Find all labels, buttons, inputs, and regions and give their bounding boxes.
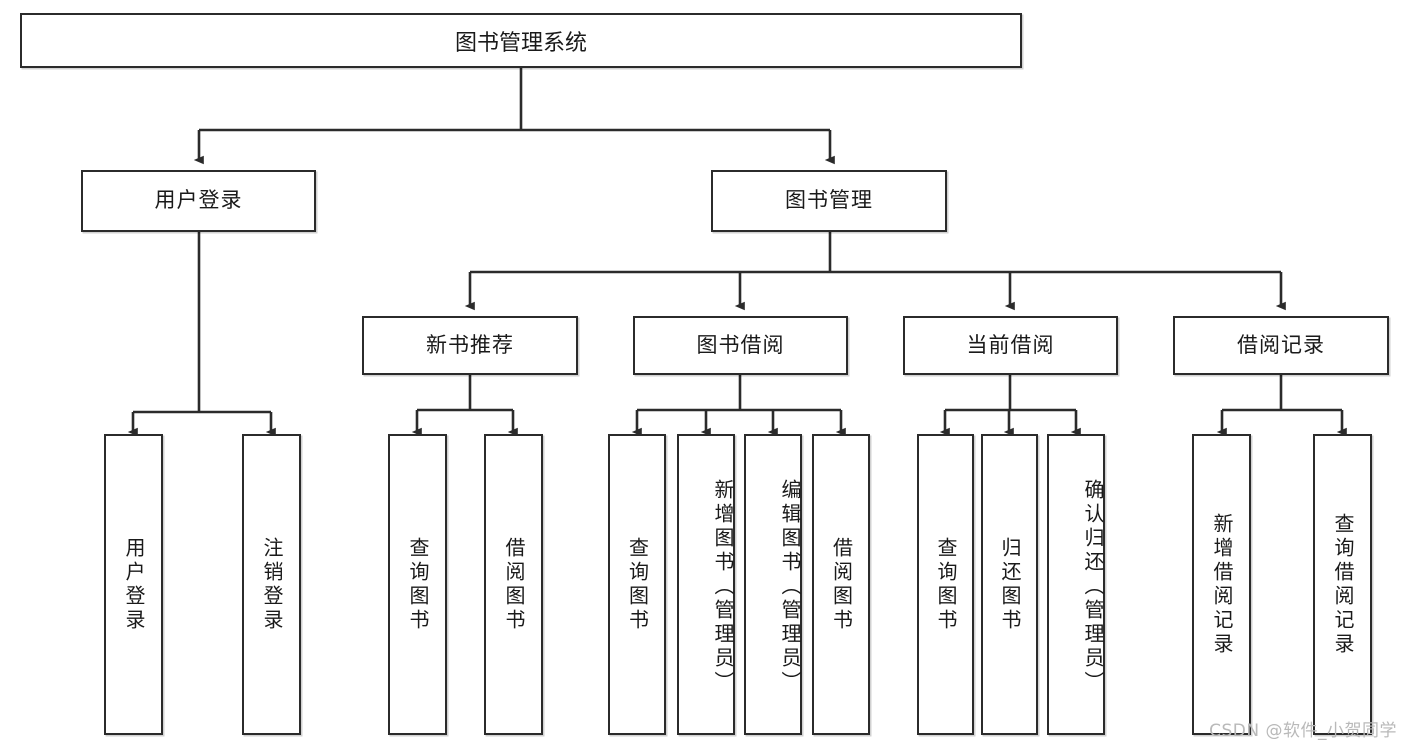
node-label: 用户登录 [154, 188, 243, 213]
node-current-borrow[interactable]: 当前借阅 [903, 316, 1118, 375]
node-label: 查询图书 [934, 536, 958, 633]
leaf-borrow-book-new-rec[interactable]: 借阅图书 [484, 434, 543, 735]
node-label: 图书管理系统 [454, 30, 587, 56]
node-label: 图书管理 [785, 188, 873, 213]
leaf-borrow-book[interactable]: 借阅图书 [812, 434, 870, 735]
leaf-add-book-admin[interactable]: 新增图书（管理员） [677, 434, 735, 735]
leaf-return-book[interactable]: 归还图书 [981, 434, 1038, 735]
node-borrow-record[interactable]: 借阅记录 [1173, 316, 1389, 375]
node-user-login[interactable]: 用户登录 [81, 170, 316, 232]
node-label: 确认归还（管理员） [1081, 478, 1105, 695]
leaf-query-borrow-record[interactable]: 查询借阅记录 [1313, 434, 1372, 735]
node-label: 借阅记录 [1237, 332, 1325, 357]
leaf-query-book-new-rec[interactable]: 查询图书 [388, 434, 447, 735]
node-book-borrow[interactable]: 图书借阅 [633, 316, 848, 375]
leaf-user-login[interactable]: 用户登录 [104, 434, 163, 735]
node-label: 图书借阅 [696, 332, 785, 357]
node-label: 借阅图书 [502, 536, 526, 633]
node-label: 编辑图书（管理员） [778, 478, 802, 695]
leaf-query-book-current[interactable]: 查询图书 [917, 434, 974, 735]
node-new-book-recommend[interactable]: 新书推荐 [362, 316, 578, 375]
node-label: 用户登录 [122, 536, 146, 633]
leaf-confirm-return-admin[interactable]: 确认归还（管理员） [1047, 434, 1105, 735]
node-label: 归还图书 [998, 536, 1022, 633]
leaf-add-borrow-record[interactable]: 新增借阅记录 [1192, 434, 1251, 735]
node-root-book-management-system[interactable]: 图书管理系统 [20, 13, 1022, 68]
node-label: 查询图书 [406, 536, 430, 633]
node-label: 新增图书（管理员） [711, 478, 735, 695]
leaf-query-book-borrow[interactable]: 查询图书 [608, 434, 666, 735]
watermark-text: CSDN @软件_小贺同学 [1209, 721, 1397, 741]
leaf-edit-book-admin[interactable]: 编辑图书（管理员） [744, 434, 802, 735]
node-label: 借阅图书 [829, 536, 854, 633]
node-label: 当前借阅 [966, 332, 1055, 357]
leaf-logout-login[interactable]: 注销登录 [242, 434, 301, 735]
node-book-management[interactable]: 图书管理 [711, 170, 947, 232]
node-label: 查询图书 [625, 536, 650, 633]
node-label: 新书推荐 [426, 332, 514, 357]
node-label: 注销登录 [260, 536, 284, 633]
node-label: 新增借阅记录 [1210, 512, 1234, 657]
node-label: 查询借阅记录 [1331, 512, 1355, 657]
